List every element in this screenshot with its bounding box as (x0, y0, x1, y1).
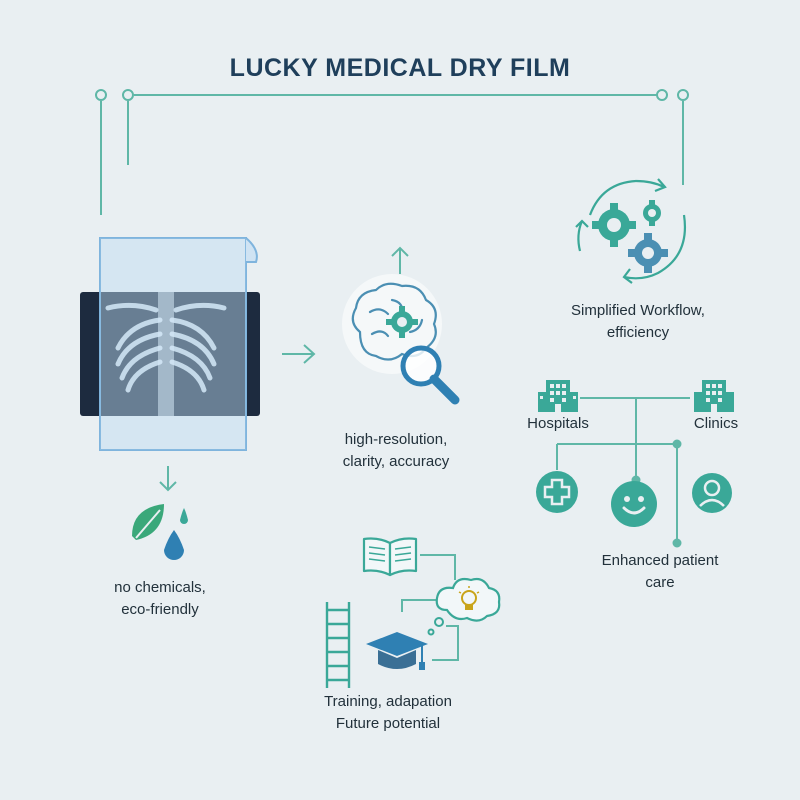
clinic-building-icon (694, 380, 734, 412)
magnifier-icon (400, 345, 460, 405)
training-label: Training, adapation Future potential (278, 691, 498, 735)
smiley-icon (611, 481, 657, 527)
eco-label: no chemicals, eco-friendly (60, 577, 260, 621)
training-label-line-1: Training, adapation (324, 693, 452, 710)
patient-care-label-line-1: Enhanced patient (601, 552, 719, 569)
hospital-building-icon (538, 380, 578, 412)
training-label-line-2: Future potential (335, 715, 441, 732)
patient-care-label-line-2: care (645, 574, 675, 591)
resolution-label-line-1: high-resolution, (344, 431, 448, 448)
hospitals-label: Hospitals (527, 415, 589, 432)
ladder-icon (325, 602, 351, 688)
open-book-icon (362, 537, 418, 577)
workflow-label-line-2: efficiency (606, 324, 670, 341)
resolution-label: high-resolution, clarity, accuracy (296, 429, 496, 473)
eco-label-line-2: eco-friendly (121, 601, 199, 618)
resolution-label-line-2: clarity, accuracy (342, 453, 450, 470)
graduation-cap-icon (366, 632, 428, 670)
medical-cross-icon (536, 471, 578, 513)
workflow-label: Simplified Workflow, efficiency (538, 300, 738, 344)
patient-avatar-icon (692, 473, 732, 513)
clinics-label: Clinics (693, 415, 739, 432)
page-title: LUCKY MEDICAL DRY FILM (229, 54, 571, 82)
gears-cycle-icon (575, 178, 686, 284)
patient-care-label: Enhanced patient care (560, 550, 760, 594)
eco-label-line-1: no chemicals, (114, 579, 206, 596)
lightbulb-thought-icon (427, 577, 501, 636)
xray-film-icon (80, 237, 260, 451)
leaf-water-drop-icon (132, 504, 188, 560)
workflow-label-line-1: Simplified Workflow, (571, 302, 705, 319)
